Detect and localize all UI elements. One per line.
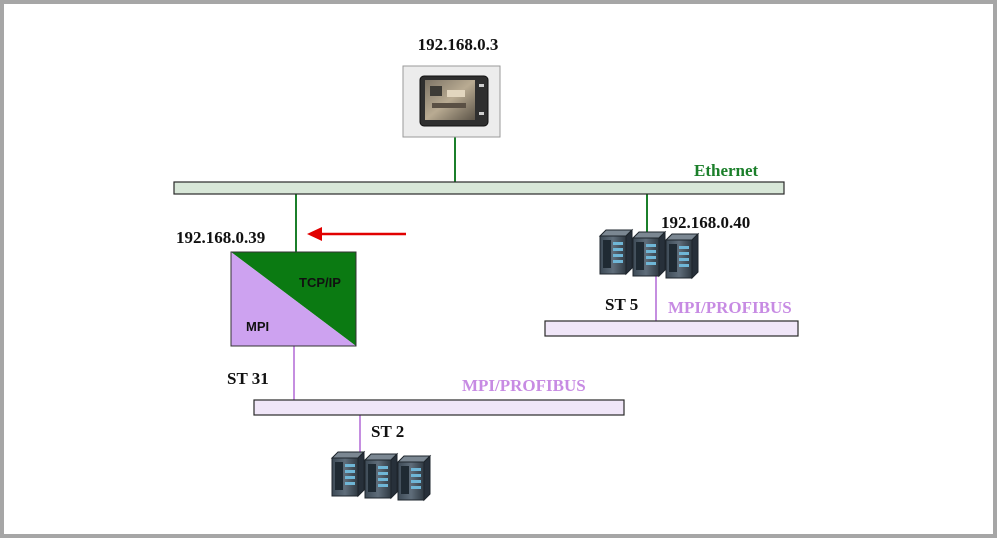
lower-bus-label: MPI/PROFIBUS (462, 376, 586, 395)
red-arrow (307, 227, 406, 241)
mpi-bus-lower (253, 399, 625, 416)
gateway-mpi-label: MPI (246, 319, 269, 334)
gateway-device (230, 251, 357, 347)
plc-right-rack-icon (599, 229, 699, 279)
plc-bottom-rack-icon (331, 451, 431, 501)
mpi-bus-right (544, 320, 799, 337)
gateway-station-label: ST 31 (227, 369, 269, 388)
plc-right-bus-label: MPI/PROFIBUS (668, 298, 792, 317)
plc-bottom-station-label: ST 2 (371, 422, 404, 441)
ethernet-label: Ethernet (694, 161, 759, 180)
plc-right-ip-label: 192.168.0.40 (661, 213, 750, 232)
gateway-ip-label: 192.168.0.39 (176, 228, 265, 247)
plc-right-station-label: ST 5 (605, 295, 638, 314)
hmi-panel-icon (402, 65, 501, 138)
gateway-mpi-section (231, 252, 356, 346)
hmi-ip-label: 192.168.0.3 (418, 35, 499, 54)
ethernet-bus (173, 181, 785, 195)
gateway-tcp-label: TCP/IP (299, 275, 341, 290)
